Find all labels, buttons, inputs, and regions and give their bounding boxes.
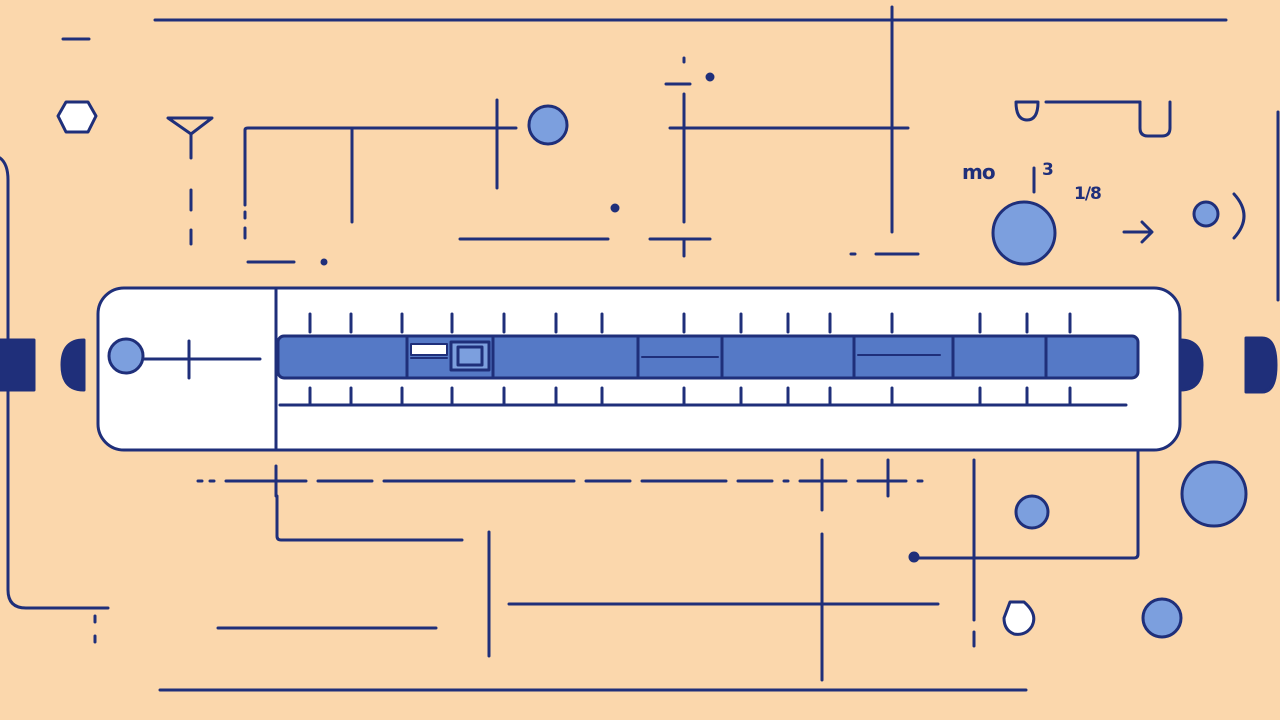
dot (705, 72, 715, 82)
circle-icon (1180, 460, 1248, 528)
circle-icon (1192, 200, 1220, 228)
dot (320, 258, 328, 266)
number-label: 3 (1042, 160, 1054, 180)
bottom-ticks (308, 386, 1072, 406)
playhead-inner (456, 345, 484, 367)
segment-highlight (410, 343, 448, 356)
right-cap (1178, 338, 1204, 392)
dot (908, 551, 920, 563)
handle-icon (1002, 600, 1036, 636)
bracket-icon (1232, 192, 1246, 240)
knob-icon[interactable] (107, 337, 145, 375)
left-connector (0, 338, 36, 392)
circle-icon (527, 104, 569, 146)
lower-bracket (275, 494, 464, 542)
top-ticks (308, 312, 1072, 334)
dot (610, 203, 620, 213)
arrow-head (1140, 220, 1154, 244)
left-frame (0, 156, 110, 610)
left-cap (60, 338, 86, 392)
fraction-label: 1/8 (1074, 184, 1102, 204)
hexagon-icon (56, 100, 98, 134)
right-connector (1244, 336, 1278, 394)
circle-icon (1141, 597, 1183, 639)
handle-icon (1138, 100, 1172, 138)
right-lower-bracket (916, 450, 1140, 560)
circle-icon (991, 200, 1057, 266)
handle-icon (1014, 100, 1040, 122)
code-label: mo (962, 160, 996, 184)
bracket-frame (243, 126, 518, 207)
circle-icon (1014, 494, 1050, 530)
funnel-icon (166, 116, 214, 136)
